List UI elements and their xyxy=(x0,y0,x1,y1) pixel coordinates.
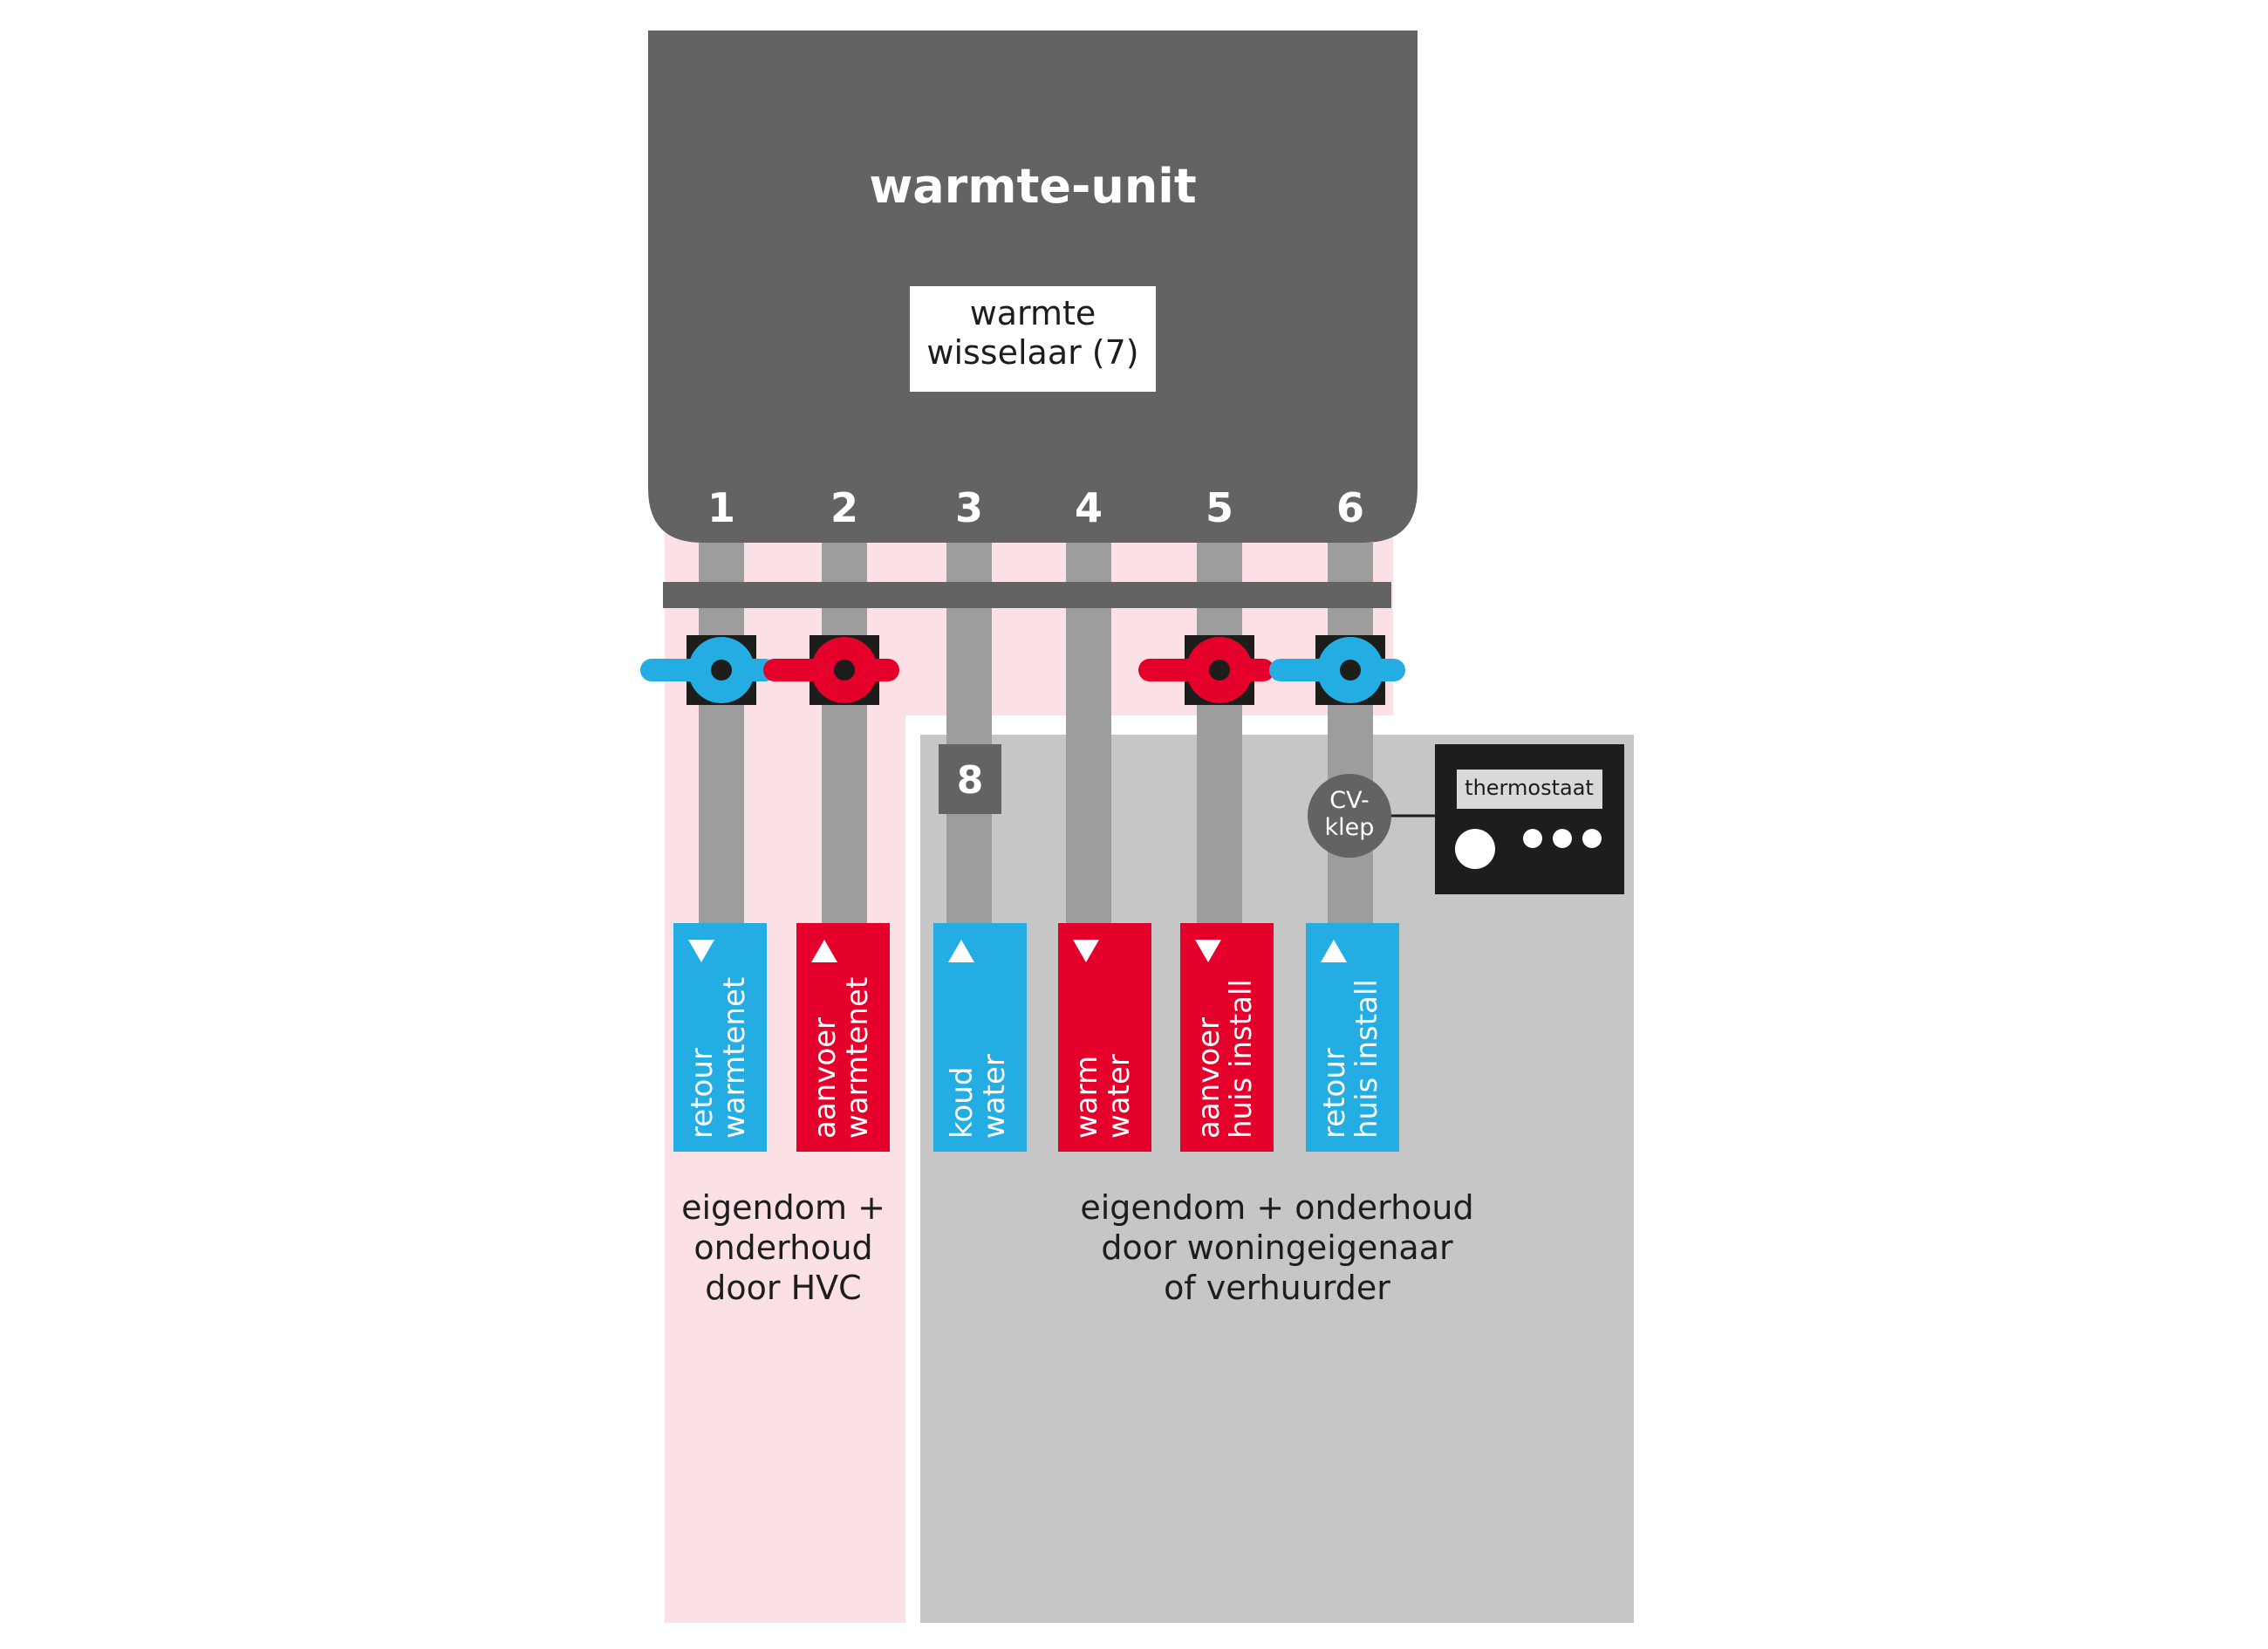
heat-exchanger-label-line1: warmte xyxy=(970,294,1096,332)
thermostat-button-2 xyxy=(1553,829,1572,848)
connection-number-3: 3 xyxy=(955,484,983,531)
thermostat-button-3 xyxy=(1582,829,1602,848)
pipe-label-line2: water xyxy=(977,1054,1012,1139)
valve-2 xyxy=(763,635,899,705)
connection-number-4: 4 xyxy=(1075,484,1103,531)
pipe-label-line2: huis install xyxy=(1224,979,1259,1139)
valve-hub xyxy=(711,660,732,681)
pipe-label-line1: retour xyxy=(1317,1048,1352,1139)
cv-valve-circle xyxy=(1308,774,1391,858)
arrow-down-icon xyxy=(1073,940,1099,962)
valve-5 xyxy=(1138,635,1274,705)
arrow-down-icon xyxy=(1195,940,1221,962)
valve-hub xyxy=(834,660,855,681)
connection-numbers: 1 2 3 4 5 6 xyxy=(707,484,1364,531)
pipe-label-line1: aanvoer xyxy=(808,1017,843,1139)
owner-ownership-line1: eigendom + onderhoud xyxy=(1080,1188,1473,1227)
hvc-ownership-line3: door HVC xyxy=(705,1269,861,1307)
cv-valve-label-line1: CV- xyxy=(1329,787,1369,814)
connection-number-2: 2 xyxy=(830,484,858,531)
arrow-up-icon xyxy=(811,940,837,962)
pipe-label-line1: aanvoer xyxy=(1192,1017,1226,1139)
owner-ownership-line3: of verhuurder xyxy=(1164,1269,1390,1307)
valve-hub xyxy=(1209,660,1230,681)
hvc-ownership-zone-top xyxy=(665,523,1393,715)
hvc-ownership-line1: eigendom + xyxy=(681,1188,885,1227)
thermostat-display xyxy=(1457,770,1602,809)
thermostat-label: thermostaat xyxy=(1465,776,1594,800)
water-meter-box xyxy=(939,744,1001,814)
owner-ownership-line2: door woningeigenaar xyxy=(1101,1228,1453,1267)
arrow-up-icon xyxy=(1321,940,1347,962)
hvc-ownership-line2: onderhoud xyxy=(693,1228,872,1267)
valve-hub xyxy=(1340,660,1361,681)
arrow-up-icon xyxy=(948,940,974,962)
thermostat-button-1 xyxy=(1523,829,1542,848)
pipe-label-box xyxy=(673,923,767,1152)
thermostat-dial xyxy=(1455,829,1495,869)
pipe-label-box xyxy=(1058,923,1151,1152)
connection-number-5: 5 xyxy=(1206,484,1233,531)
valve-1 xyxy=(640,635,776,705)
arrow-down-icon xyxy=(688,940,714,962)
pipe-label-line1: koud xyxy=(945,1067,980,1139)
pipe-label-line1: warm xyxy=(1069,1056,1104,1139)
thermostat-body xyxy=(1435,744,1624,894)
connection-number-1: 1 xyxy=(707,484,735,531)
valve-6 xyxy=(1269,635,1405,705)
heat-exchanger-label-line2: wisselaar (7) xyxy=(926,333,1138,372)
heat-unit-title: warmte-unit xyxy=(869,159,1196,214)
manifold-bar xyxy=(663,582,1391,608)
connection-number-6: 6 xyxy=(1336,484,1364,531)
pipe-label-line2: huis install xyxy=(1349,979,1384,1139)
pipe-label-box xyxy=(1180,923,1274,1152)
pipe-label-line1: retour xyxy=(685,1048,720,1139)
cv-valve-label-line2: klep xyxy=(1325,814,1375,841)
water-meter-label: 8 xyxy=(957,758,984,803)
valves xyxy=(640,635,1405,705)
pipe-label-line2: water xyxy=(1102,1054,1137,1139)
heat-exchanger-box xyxy=(910,286,1156,392)
pipe-label-line2: warmtenet xyxy=(840,977,875,1139)
pipe-label-line2: warmtenet xyxy=(717,977,752,1139)
